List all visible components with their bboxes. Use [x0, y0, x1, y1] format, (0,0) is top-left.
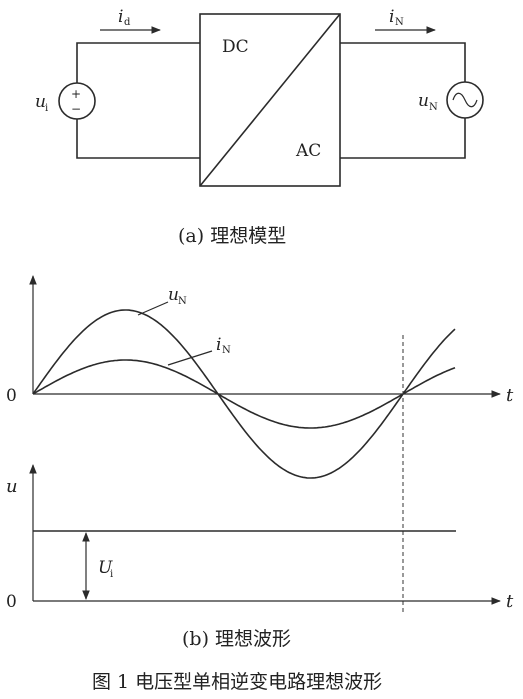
- iN-leader: [167, 350, 213, 366]
- converter-diagonal: [199, 13, 341, 187]
- right-wire: [340, 42, 466, 159]
- iN-curve: [32, 359, 456, 429]
- lower-t-label: t: [506, 591, 514, 612]
- converter-box: [199, 13, 341, 187]
- uN-sub: N: [178, 296, 187, 307]
- iN-sub: N: [222, 345, 231, 356]
- ac-source-icon: [446, 81, 484, 119]
- upper-waveform-plot: 0 t u N i N: [6, 275, 514, 615]
- caption-b: (b) 理想波形: [182, 628, 291, 650]
- current-in-label: i: [118, 7, 123, 27]
- plus-sign: +: [71, 87, 81, 101]
- iN-label: i: [216, 335, 221, 355]
- current-in-sub: d: [124, 17, 131, 28]
- minus-sign: −: [71, 102, 81, 116]
- uN-leader: [137, 301, 169, 316]
- source-in-label: u: [35, 92, 46, 112]
- caption-a: (a) 理想模型: [178, 225, 286, 247]
- Ui-sub: i: [110, 569, 113, 580]
- left-wire: [76, 42, 200, 159]
- source-in-sub: i: [45, 103, 48, 114]
- upper-zero-label: 0: [6, 386, 17, 406]
- lower-zero-label: 0: [6, 592, 17, 612]
- circuit-diagram: DC AC + − u i u N i d i N: [35, 7, 484, 187]
- Ui-label: U: [98, 558, 113, 578]
- upper-t-label: t: [506, 385, 514, 406]
- uN-label: u: [168, 285, 179, 305]
- ac-label: AC: [295, 141, 321, 161]
- source-out-sub: N: [429, 102, 438, 113]
- figure-caption: 图 1 电压型单相逆变电路理想波形: [92, 671, 382, 693]
- sine-glyph-icon: [452, 92, 478, 108]
- dc-label: DC: [222, 37, 249, 57]
- dc-source-icon: [58, 82, 96, 120]
- source-out-label: u: [418, 91, 429, 111]
- current-out-label: i: [389, 7, 394, 27]
- current-out-sub: N: [395, 17, 404, 28]
- uN-curve: [32, 309, 456, 479]
- lower-u-label: u: [6, 476, 18, 497]
- lower-waveform-plot: u 0 t U i: [6, 464, 514, 612]
